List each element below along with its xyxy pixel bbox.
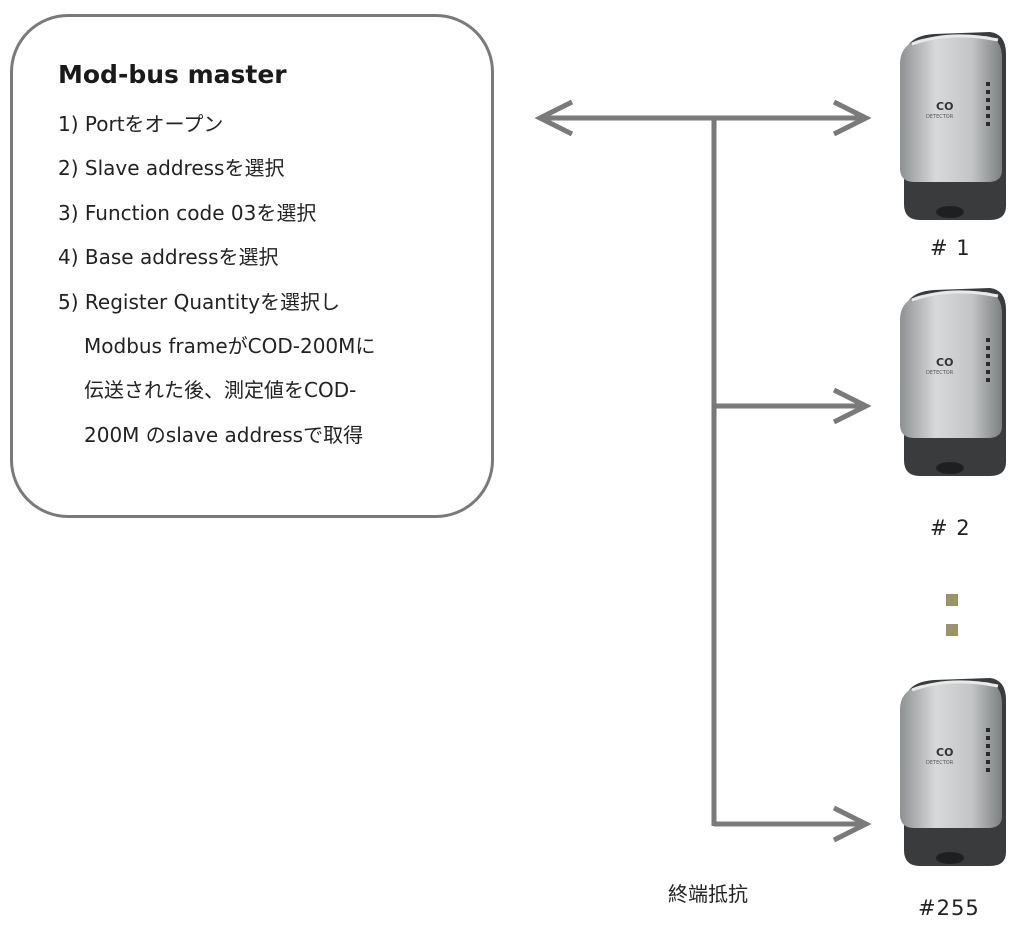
terminator-resistor-label: 終端抵抗 <box>668 882 748 906</box>
device-1-face-subtext: DETECTOR <box>926 114 954 120</box>
device-1-face-text: CO <box>936 100 953 113</box>
step-5: 5) Register Quantityを選択し <box>58 290 341 314</box>
step-2: 2) Slave addressを選択 <box>58 156 285 180</box>
step-4: 4) Base addressを選択 <box>58 245 279 269</box>
right-arrowhead-2 <box>832 387 872 425</box>
device-2-face-text: CO <box>936 356 953 369</box>
step-3: 3) Function code 03を選択 <box>58 201 317 225</box>
device-label-255: #255 <box>918 896 980 920</box>
step-5-cont-1: Modbus frameがCOD-200Mに <box>84 334 376 358</box>
step-5-cont-2: 伝送された後、測定値をCOD- <box>84 378 357 402</box>
device-255-face-subtext: DETECTOR <box>926 760 954 766</box>
device-2-face-subtext: DETECTOR <box>926 370 954 376</box>
co-detector-device-2: CO DETECTOR <box>900 288 1006 476</box>
step-5-cont-3: 200M のslave addressで取得 <box>84 423 364 447</box>
device-label-1: # 1 <box>930 236 971 260</box>
ellipsis-dot-upper <box>946 594 958 606</box>
step-1: 1) Portをオープン <box>58 112 224 136</box>
co-detector-device-255: CO DETECTOR <box>900 678 1006 866</box>
right-arrowhead-1 <box>832 99 872 137</box>
device-255-face-text: CO <box>936 746 953 759</box>
ellipsis-dot-lower <box>946 624 958 636</box>
modbus-master-box <box>10 14 494 518</box>
device-label-2: # 2 <box>930 516 971 540</box>
co-detector-device-1: CO DETECTOR <box>900 32 1006 220</box>
master-title: Mod-bus master <box>58 60 287 89</box>
left-arrowhead <box>534 99 574 137</box>
right-arrowhead-255 <box>832 805 872 843</box>
